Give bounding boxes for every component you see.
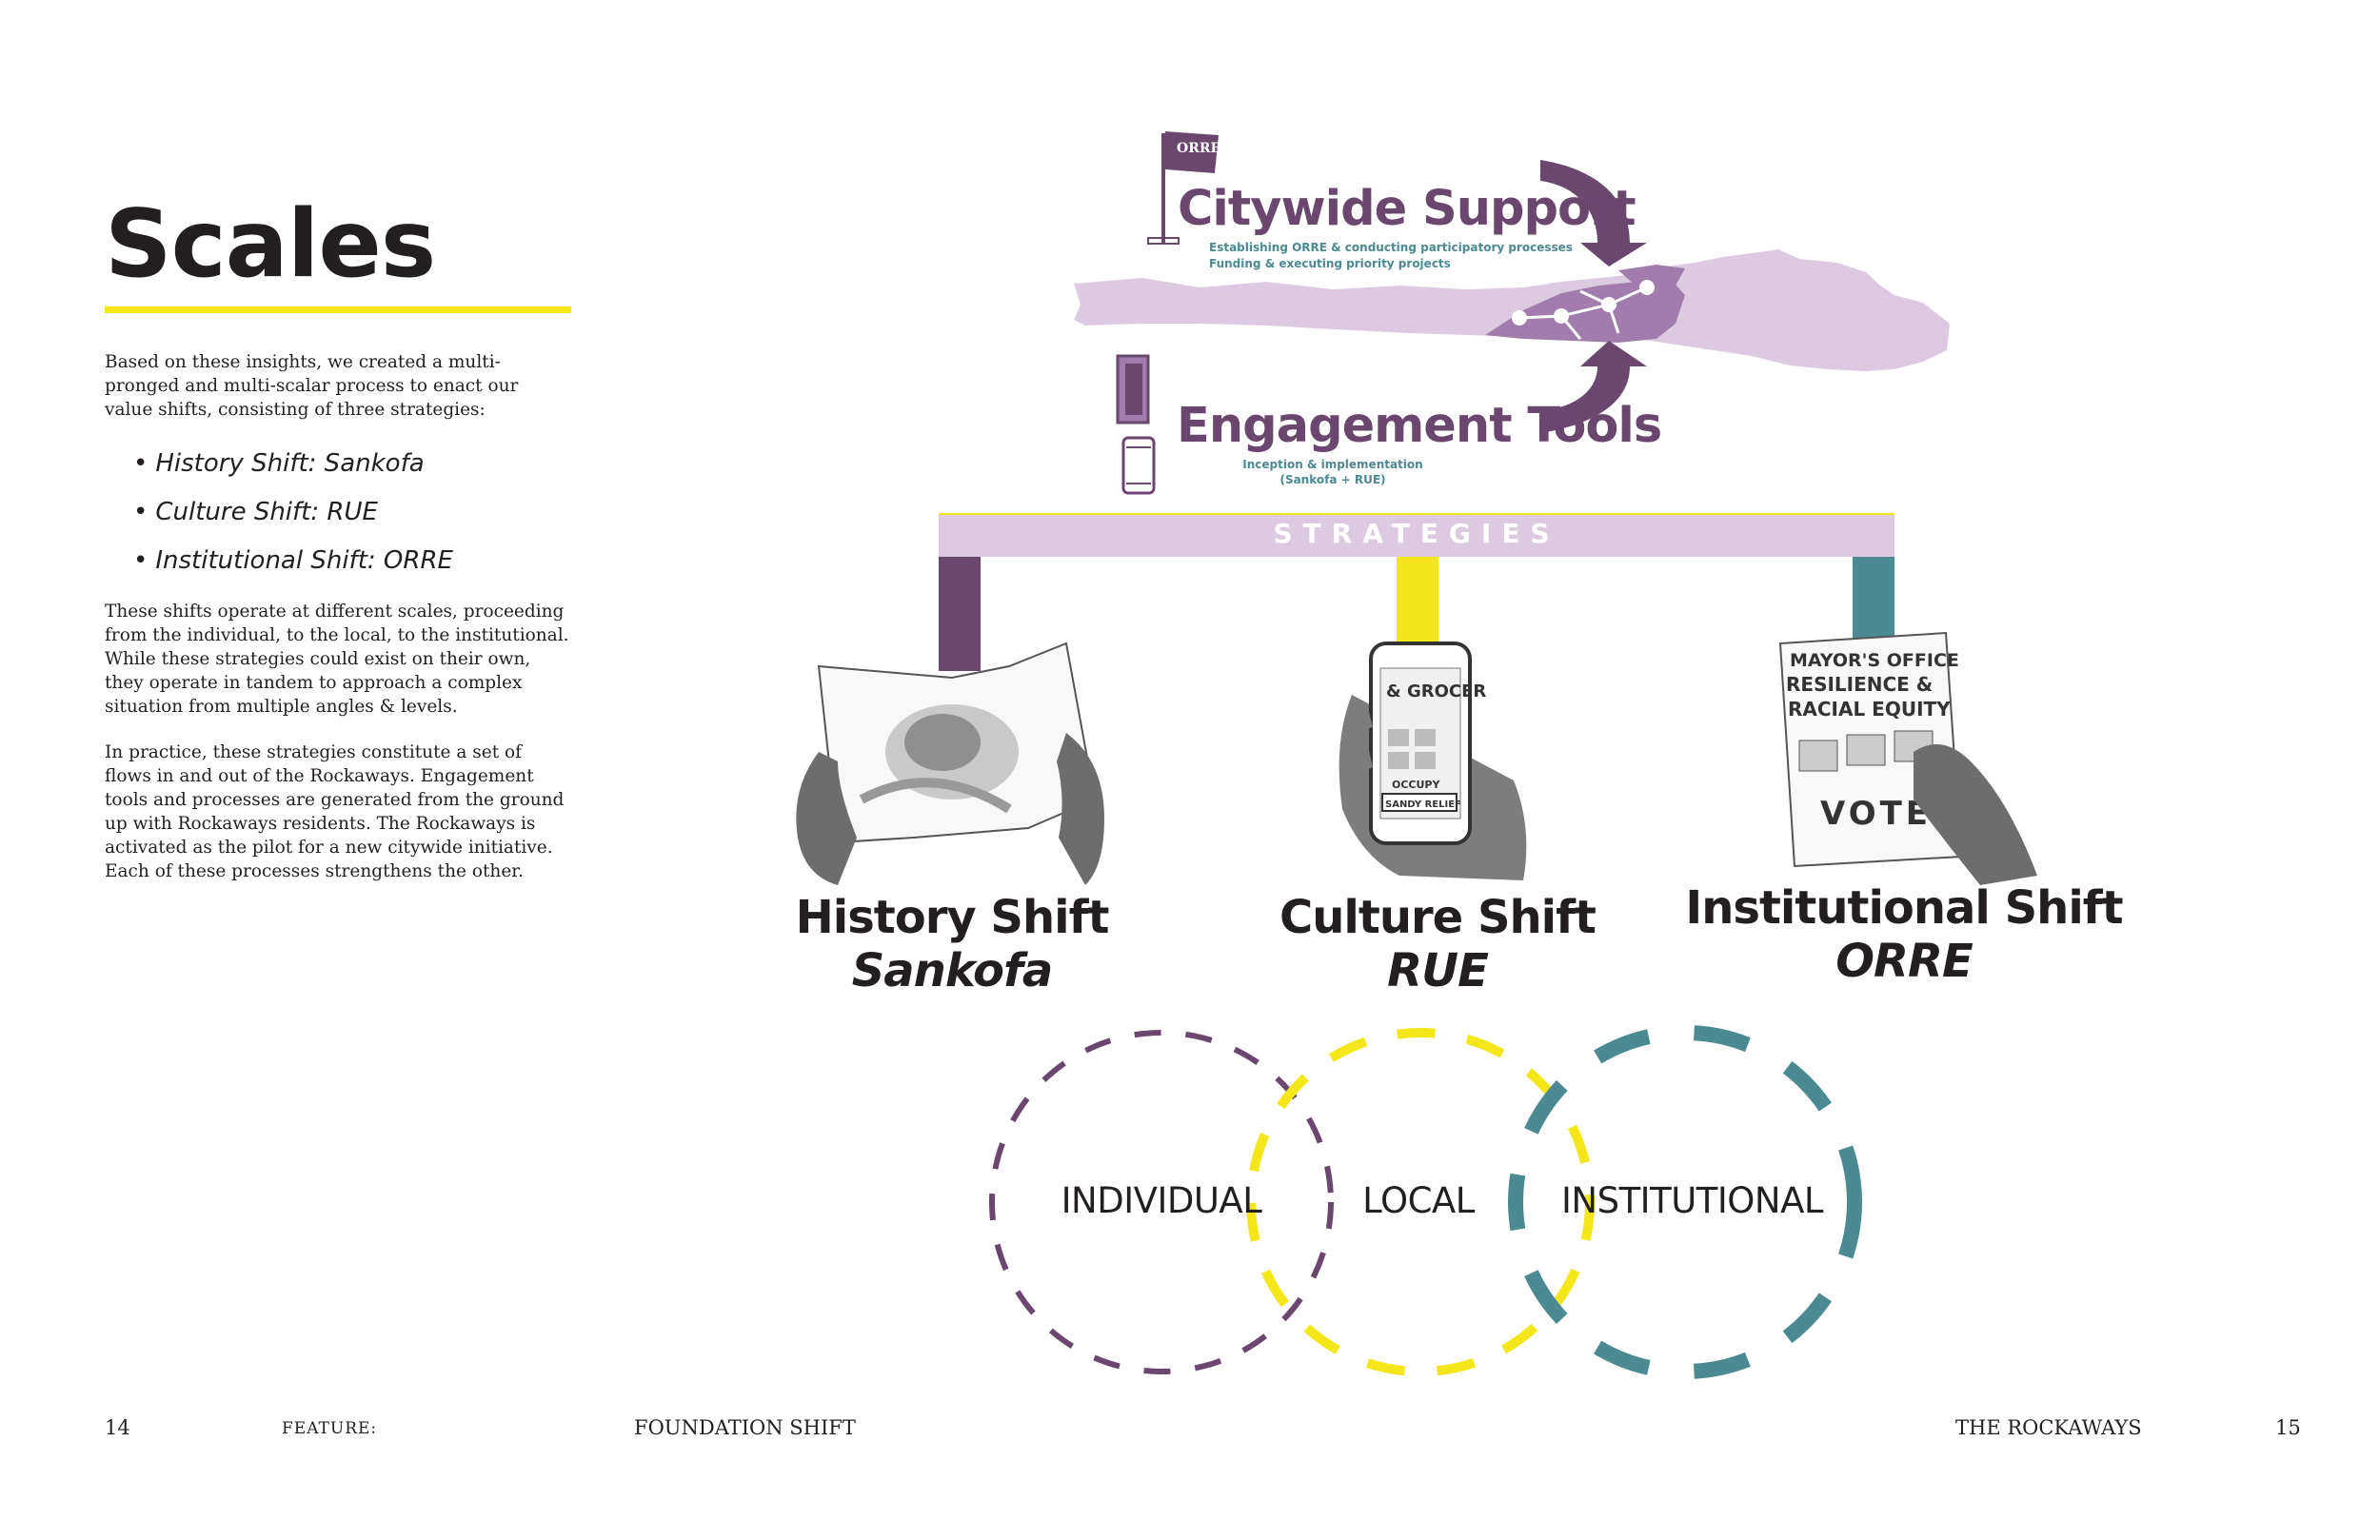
institutional-illustration: MAYOR'S OFFICE RESILIENCE & RACIAL EQUIT…	[1778, 631, 2037, 885]
list-item: History Shift: Sankofa	[133, 440, 453, 488]
phone-occupy-text: OCCUPY	[1392, 779, 1440, 791]
institutional-shift-label: Institutional Shift ORRE	[1676, 881, 2132, 988]
book-icon	[1116, 354, 1150, 424]
rockaways-map	[1074, 249, 1950, 371]
paper-headline-1: MAYOR'S OFFICE	[1790, 650, 1959, 671]
institutional-connector	[1853, 557, 1894, 642]
strategy-list: History Shift: Sankofa Culture Shift: RU…	[133, 440, 453, 585]
phone-icon	[1121, 436, 1156, 495]
paper-vote-text: VOTE	[1820, 795, 1932, 833]
citywide-line-2: Funding & executing priority projects	[1209, 257, 1451, 270]
institutional-circle	[1508, 1025, 1862, 1379]
running-title-right: THE ROCKAWAYS	[1955, 1416, 2142, 1439]
engagement-line-2: (Sankofa + RUE)	[1279, 473, 1386, 486]
individual-scale-label: INDIVIDUAL	[1061, 1180, 1262, 1221]
citywide-support-heading: Citywide Support	[1178, 181, 1636, 237]
history-shift-label: History Shift Sankofa	[762, 891, 1142, 997]
list-item: Culture Shift: RUE	[133, 488, 453, 537]
phone-relief-text: SANDY RELIEF	[1385, 800, 1461, 810]
running-title-left: FOUNDATION SHIFT	[634, 1416, 856, 1439]
local-scale-label: LOCAL	[1362, 1180, 1475, 1221]
arrow-up-icon	[1540, 341, 1647, 433]
engagement-tools-heading: Engagement Tools	[1177, 398, 1662, 454]
title-underline	[105, 306, 571, 313]
engagement-line-1: Inception & implementation	[1242, 458, 1423, 471]
citywide-line-1: Establishing ORRE & conducting participa…	[1209, 241, 1573, 254]
history-connector	[939, 557, 981, 671]
shift-subtitle: RUE	[1387, 944, 1489, 997]
paper-headline-2: RESILIENCE &	[1786, 673, 1933, 696]
intro-paragraph: Based on these insights, we created a mu…	[105, 352, 519, 420]
strategies-label: STRATEGIES	[1273, 518, 1560, 549]
flag-label: ORRE	[1177, 141, 1220, 156]
flag-icon: ORRE	[1147, 131, 1220, 245]
phone-shop-sign: & GROCER	[1386, 681, 1486, 701]
shift-title: Culture Shift	[1279, 891, 1597, 944]
culture-shift-label: Culture Shift RUE	[1247, 891, 1628, 997]
shift-title: Institutional Shift	[1685, 881, 2123, 935]
scales-paragraph: These shifts operate at different scales…	[105, 602, 569, 717]
culture-illustration: & GROCER OCCUPY SANDY RELIEF	[1339, 642, 1527, 880]
paper-headline-3: RACIAL EQUITY	[1788, 698, 1951, 721]
page-number-right: 15	[2275, 1416, 2301, 1439]
strategies-bar	[939, 514, 1894, 557]
list-item: Institutional Shift: ORRE	[133, 537, 453, 585]
history-illustration	[796, 642, 1104, 885]
shift-subtitle: Sankofa	[851, 944, 1054, 997]
shift-title: History Shift	[795, 891, 1110, 944]
shift-subtitle: ORRE	[1835, 935, 1973, 988]
page-number-left: 14	[105, 1416, 130, 1439]
arrow-down-icon	[1540, 160, 1647, 267]
practice-paragraph: In practice, these strategies constitute…	[105, 742, 565, 881]
individual-circle	[989, 1030, 1334, 1374]
local-circle	[1246, 1028, 1595, 1376]
feature-label: FEATURE:	[282, 1419, 378, 1438]
institutional-scale-label: INSTITUTIONAL	[1561, 1180, 1824, 1221]
page-title: Scales	[105, 190, 436, 299]
